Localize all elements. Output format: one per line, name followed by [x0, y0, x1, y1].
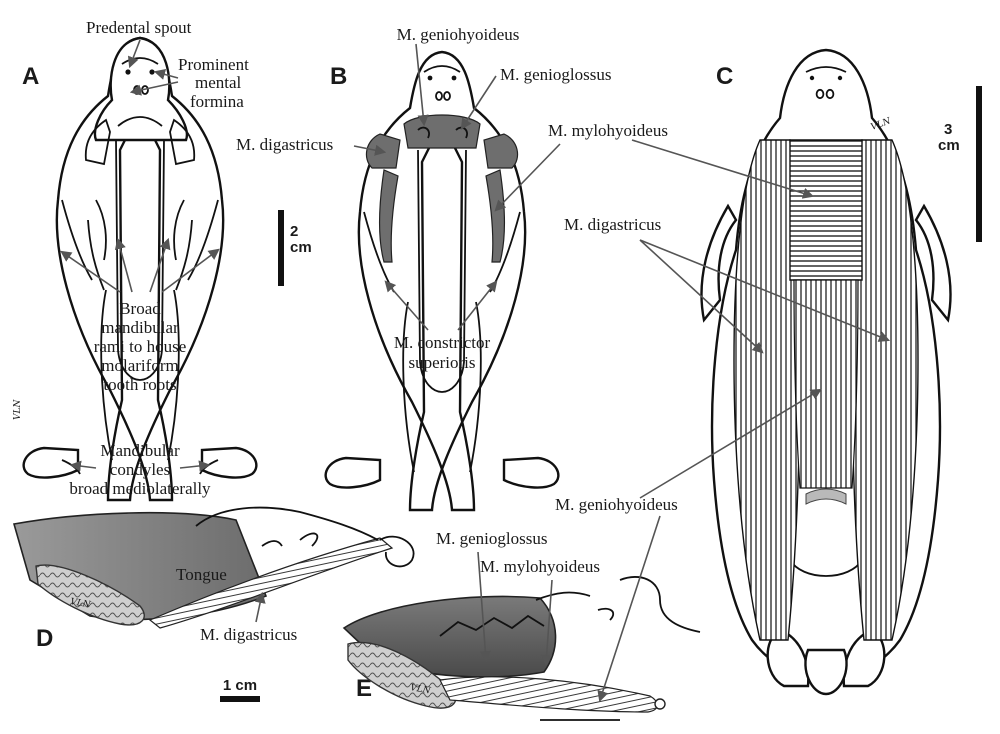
label-b-constrictor-1: M. constrictor: [394, 333, 491, 352]
label-prominent-1: Prominent: [178, 55, 249, 74]
arrows-b: [353, 43, 561, 331]
label-e-mylohyoideus: M. mylohyoideus: [480, 557, 600, 576]
scale-a-number: 2: [290, 223, 298, 240]
label-b-digastricus: M. digastricus: [236, 135, 333, 154]
panel-letter-b: B: [330, 63, 347, 90]
signature-a: VLN: [13, 399, 23, 420]
label-broad-1: Broad: [119, 299, 161, 318]
tongue-e-drawing: [342, 576, 701, 721]
label-broad-5: tooth roots: [103, 375, 176, 394]
panel-d: D Tongue M. digastricus VLN: [12, 506, 415, 652]
scale-bar-de: 1 cm: [220, 677, 260, 702]
label-broad-2: mandibular: [101, 318, 179, 337]
panel-b: B M. geniohyoideus M. geniogl: [236, 25, 668, 512]
panel-letter-c: C: [716, 63, 733, 90]
scale-c-number: 3: [944, 121, 952, 138]
panel-c: C M. digastricus M. geniohyoideus: [555, 48, 982, 696]
tongue-d-drawing: [12, 506, 415, 629]
arrow-d-digastricus: [254, 591, 266, 623]
panel-letter-a: A: [22, 63, 39, 90]
label-condyles-3: broad mediolaterally: [69, 479, 211, 498]
label-c-geniohyoideus: M. geniohyoideus: [555, 495, 678, 514]
label-d-tongue: Tongue: [176, 565, 227, 584]
panel-a: A Predental spout P: [13, 18, 312, 502]
label-condyles-1: Mandibular: [100, 441, 180, 460]
label-predental-spout: Predental spout: [86, 18, 192, 37]
panel-e: E M. genioglossus M. mylohyoideus 1 cm V…: [220, 515, 701, 721]
signature-e: VLN: [409, 683, 432, 697]
label-b-genioglossus: M. genioglossus: [500, 65, 611, 84]
label-d-digastricus: M. digastricus: [200, 625, 297, 644]
skull-b-drawing: [324, 50, 560, 512]
label-b-constrictor-2: superioris: [408, 353, 475, 372]
scale-c-unit: cm: [938, 137, 960, 154]
label-c-digastricus: M. digastricus: [564, 215, 661, 234]
scale-de-label: 1 cm: [223, 677, 257, 694]
arrows-a: [60, 39, 220, 472]
scale-a-unit: cm: [290, 239, 312, 256]
scale-bar-a: 2 cm: [278, 210, 312, 286]
muscles-c: [733, 139, 919, 641]
label-e-genioglossus: M. genioglossus: [436, 529, 547, 548]
label-b-geniohyoideus: M. geniohyoideus: [397, 25, 520, 44]
panel-letter-d: D: [36, 625, 53, 652]
arrows-c: [631, 139, 891, 499]
label-prominent-2: mental: [195, 73, 242, 92]
panel-letter-e: E: [356, 675, 372, 702]
label-condyles-2: condyles: [110, 460, 170, 479]
label-broad-3: rami to house: [94, 337, 187, 356]
scale-bar-c: 3 cm: [938, 86, 982, 242]
label-broad-4: molariform: [101, 356, 178, 375]
label-b-mylohyoideus: M. mylohyoideus: [548, 121, 668, 140]
signature-d: VLN: [69, 597, 92, 611]
arrows-e: [477, 515, 661, 703]
label-prominent-3: formina: [190, 92, 244, 111]
